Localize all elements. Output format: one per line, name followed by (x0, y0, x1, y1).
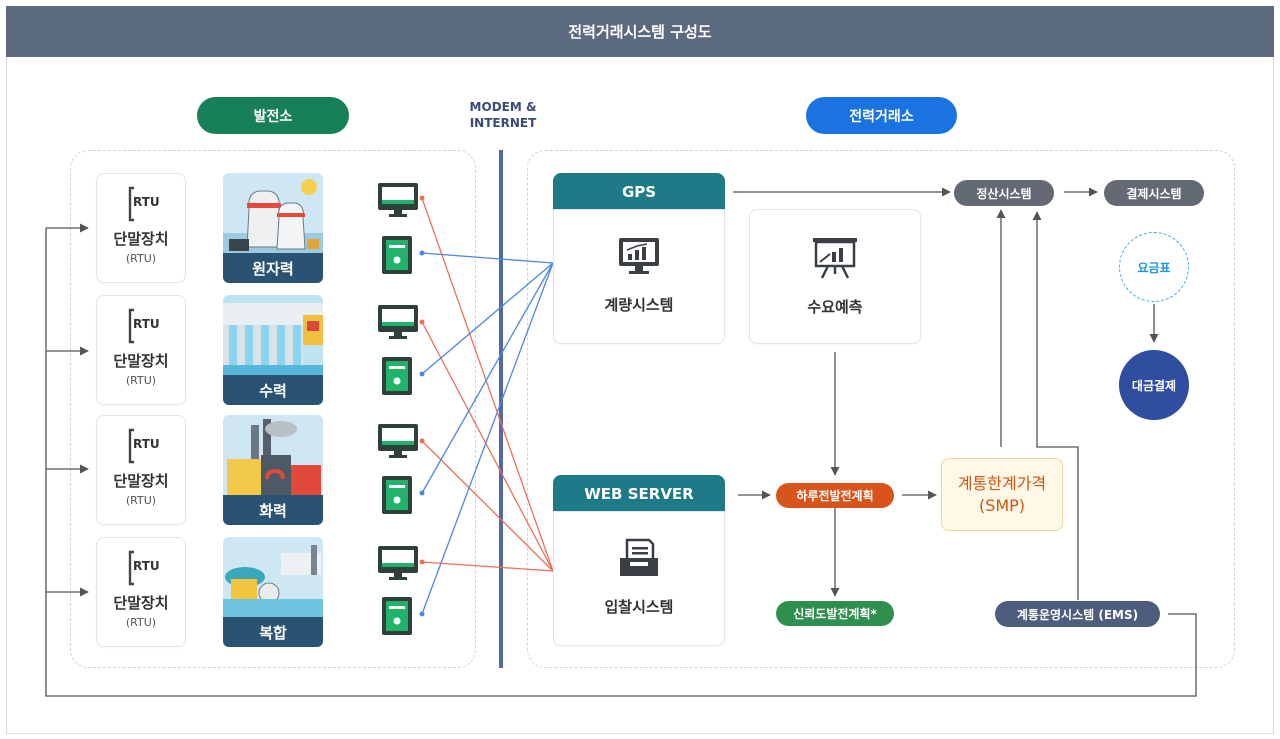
demand-forecast-card: 수요예측 (749, 209, 921, 344)
smp-sub-label: (SMP) (978, 495, 1026, 515)
rtu-icon-text: RTU (133, 437, 160, 451)
plant-label: 복합 (223, 617, 323, 647)
network-bar (499, 150, 503, 668)
ems-to-settlement-arrow (1032, 211, 1079, 600)
rtu-sub: (RTU) (125, 252, 157, 265)
monitor-icon (377, 545, 419, 585)
presentation-board-icon (810, 236, 860, 284)
network-label: MODEM & INTERNET (455, 99, 551, 131)
rtu-icon-text: RTU (133, 559, 160, 573)
demand-forecast-label: 수요예측 (807, 298, 863, 316)
exchange-section-pill: 전력거래소 (806, 97, 957, 134)
tariff-circle: 요금표 (1119, 232, 1189, 302)
metering-system-label: 계량시스템 (604, 296, 674, 314)
rtu-card: RTU 단말장치 (RTU) (96, 173, 186, 283)
plant-label: 원자력 (223, 253, 323, 283)
rtu-name: 단말장치 (113, 472, 169, 490)
gps-header: GPS (553, 173, 725, 210)
rtu-icon-text: RTU (133, 195, 160, 209)
rtu-card: RTU 단말장치 (RTU) (96, 295, 186, 405)
pc-tower-icon (381, 356, 413, 400)
bidding-system-label: 입찰시스템 (604, 598, 674, 616)
exchange-group-box (527, 150, 1235, 668)
pc-tower-icon (381, 596, 413, 640)
billing-circle: 대금결제 (1119, 350, 1189, 420)
smp-box: 계통한계가격 (SMP) (941, 458, 1063, 531)
plant-section-pill: 발전소 (197, 97, 349, 134)
ems-pill: 계통운영시스템 (EMS) (995, 601, 1160, 627)
plant-hydro: 수력 (223, 295, 323, 405)
ems-feedback-line (45, 228, 1197, 697)
bidding-system-card: 입찰시스템 (553, 511, 725, 646)
document-tray-icon (617, 538, 661, 582)
rtu-card: RTU 단말장치 (RTU) (96, 537, 186, 647)
monitor-icon (377, 423, 419, 463)
plant-combined: 복합 (223, 537, 323, 647)
network-label-line1: MODEM & (469, 100, 537, 114)
network-label-line2: INTERNET (469, 116, 537, 130)
rtu-name: 단말장치 (113, 352, 169, 370)
day-ahead-plan-pill: 하루전발전계획 (776, 483, 894, 508)
page-title: 전력거래시스템 구성도 (6, 6, 1274, 57)
smp-label: 계통한계가격 (957, 473, 1047, 493)
plant-group-box (70, 150, 476, 668)
rtu-icon: RTU (126, 186, 160, 222)
metering-system-card: 계량시스템 (553, 209, 725, 344)
red-links (421, 197, 554, 572)
plant-label: 수력 (223, 375, 323, 405)
rtu-sub: (RTU) (125, 616, 157, 629)
rtu-icon: RTU (126, 428, 160, 464)
rtu-icon: RTU (126, 308, 160, 344)
rtu-icon-text: RTU (133, 317, 160, 331)
rtu-sub: (RTU) (125, 374, 157, 387)
rtu-name: 단말장치 (113, 594, 169, 612)
payment-system-pill: 결제시스템 (1104, 180, 1204, 206)
metering-monitor-icon (617, 236, 661, 280)
monitor-icon (377, 304, 419, 344)
plant-thermal: 화력 (223, 415, 323, 525)
plant-nuclear: 원자력 (223, 173, 323, 283)
monitor-icon (377, 182, 419, 222)
blue-links (421, 252, 554, 615)
rtu-card: RTU 단말장치 (RTU) (96, 415, 186, 525)
rtu-icon: RTU (126, 550, 160, 586)
pc-tower-icon (381, 475, 413, 519)
reliability-plan-pill: 신뢰도발전계획* (776, 601, 894, 626)
web-server-header: WEB SERVER (553, 475, 725, 512)
rtu-sub: (RTU) (125, 494, 157, 507)
plant-label: 화력 (223, 495, 323, 525)
rtu-name: 단말장치 (113, 230, 169, 248)
settlement-system-pill: 정산시스템 (954, 180, 1054, 206)
pc-tower-icon (381, 235, 413, 279)
